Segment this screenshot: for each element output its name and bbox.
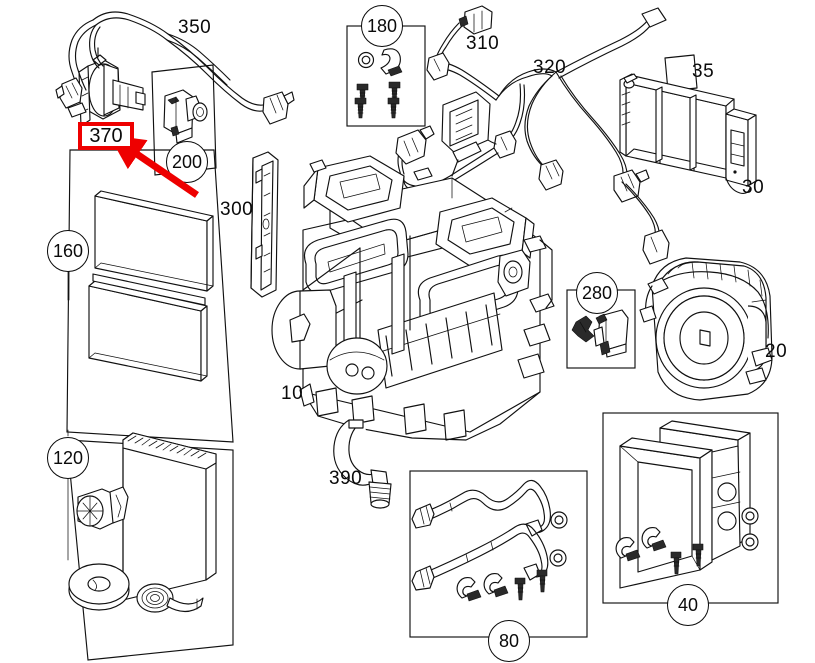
balloon-180: 180 bbox=[361, 5, 403, 47]
label-310: 310 bbox=[466, 33, 500, 54]
hose-clamps bbox=[456, 573, 509, 602]
balloon-280: 280 bbox=[576, 272, 618, 314]
heater-core-screws bbox=[670, 543, 704, 575]
housing-right-linkage bbox=[497, 235, 555, 379]
label-10: 10 bbox=[281, 383, 304, 404]
seal-grommet bbox=[68, 563, 130, 611]
part-390-condensate-drain-hose bbox=[333, 419, 392, 509]
label-320: 320 bbox=[533, 57, 567, 78]
group-160-cabin-filter-panel bbox=[66, 149, 234, 443]
expansion-valve bbox=[76, 486, 129, 530]
cabin-filter-lower bbox=[88, 273, 208, 382]
group-80-coolant-hose-kit bbox=[409, 470, 588, 638]
heater-core-clamps bbox=[615, 527, 667, 562]
balloon-40: 40 bbox=[667, 584, 709, 626]
drain-hose-corrugation bbox=[368, 481, 392, 509]
label-35: 35 bbox=[692, 61, 715, 82]
coolant-hose-lower bbox=[411, 523, 567, 591]
screw-3 bbox=[354, 97, 367, 119]
housing-motor-port bbox=[326, 337, 388, 395]
part-350-actuator-wiring-lead bbox=[55, 11, 295, 125]
balloon-200: 200 bbox=[166, 141, 208, 183]
housing-inlet-port bbox=[271, 289, 337, 370]
housing-duct-rear-right bbox=[435, 197, 535, 267]
group-280-servo-linkage-kit bbox=[566, 289, 636, 369]
screw-4 bbox=[387, 97, 400, 119]
foam-seal-tape bbox=[136, 583, 204, 613]
housing-duct-rear-left bbox=[303, 155, 405, 223]
label-300: 300 bbox=[220, 199, 254, 220]
group-200-actuator-detail bbox=[151, 64, 217, 176]
harness-housing-clip bbox=[395, 125, 435, 165]
balloon-80: 80 bbox=[488, 620, 530, 662]
cabin-filter-upper bbox=[94, 190, 214, 292]
harness-control-module bbox=[441, 91, 491, 177]
group-120-evaporator-panel bbox=[66, 432, 234, 661]
hose-screws bbox=[514, 569, 548, 601]
part-320-hvac-wiring-harness bbox=[395, 7, 670, 265]
part-20-blower-motor-fan bbox=[639, 257, 773, 401]
coolant-hose-upper bbox=[411, 479, 568, 537]
part-300-duct-slide-rail bbox=[250, 151, 279, 298]
heater-core-ports bbox=[711, 445, 741, 561]
balloon-120: 120 bbox=[47, 437, 89, 479]
label-390: 390 bbox=[329, 468, 363, 489]
evaporator-core bbox=[122, 432, 217, 601]
label-30: 30 bbox=[742, 177, 765, 198]
part-35-seal-plate bbox=[664, 54, 698, 92]
highlight-370-box: 370 bbox=[78, 122, 134, 150]
label-350: 350 bbox=[178, 17, 212, 38]
label-20: 20 bbox=[765, 341, 788, 362]
part-10-hvac-housing-assembly bbox=[271, 155, 555, 441]
housing-louvers bbox=[377, 292, 503, 389]
part-30-ptc-auxiliary-heater bbox=[619, 73, 757, 195]
part-370-recirc-flap-actuator bbox=[78, 47, 146, 127]
group-40-heater-core bbox=[602, 412, 779, 604]
balloon-160: 160 bbox=[47, 230, 89, 272]
actuator-motor-200 bbox=[163, 89, 208, 144]
housing-base-flanges bbox=[299, 383, 541, 441]
